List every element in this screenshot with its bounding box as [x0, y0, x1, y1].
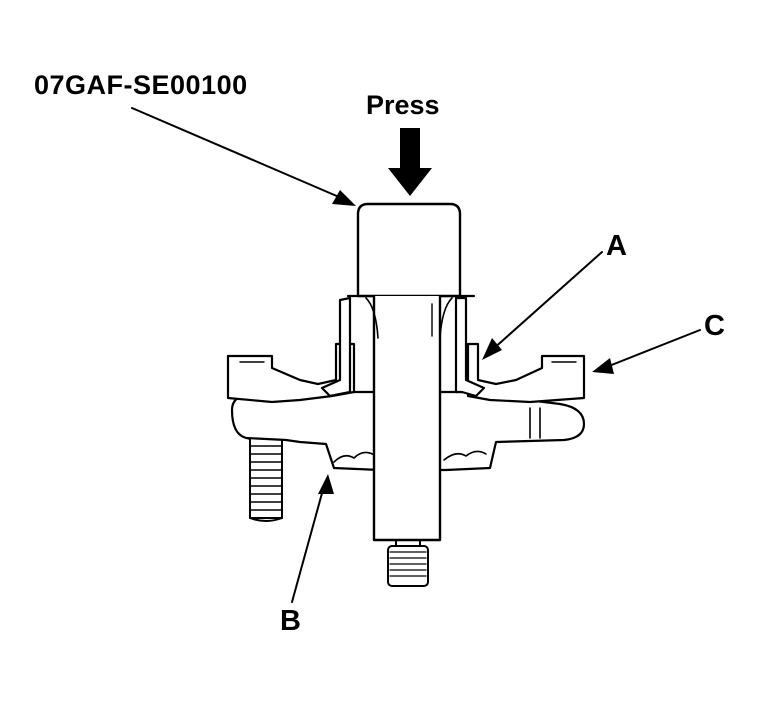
leader-c [592, 329, 701, 374]
part-number-label: 07GAF-SE00100 [34, 70, 248, 100]
callout-c-label: C [704, 310, 725, 342]
press-label: Press [366, 90, 440, 120]
part-number-leader [131, 107, 356, 206]
callout-a-label: A [606, 230, 627, 262]
callout-b-label: B [280, 605, 301, 637]
press-arrow [388, 128, 432, 196]
leader-b [291, 474, 334, 603]
tool-threaded-tip [387, 539, 429, 587]
leader-a [482, 251, 603, 360]
press-tool [356, 202, 462, 542]
